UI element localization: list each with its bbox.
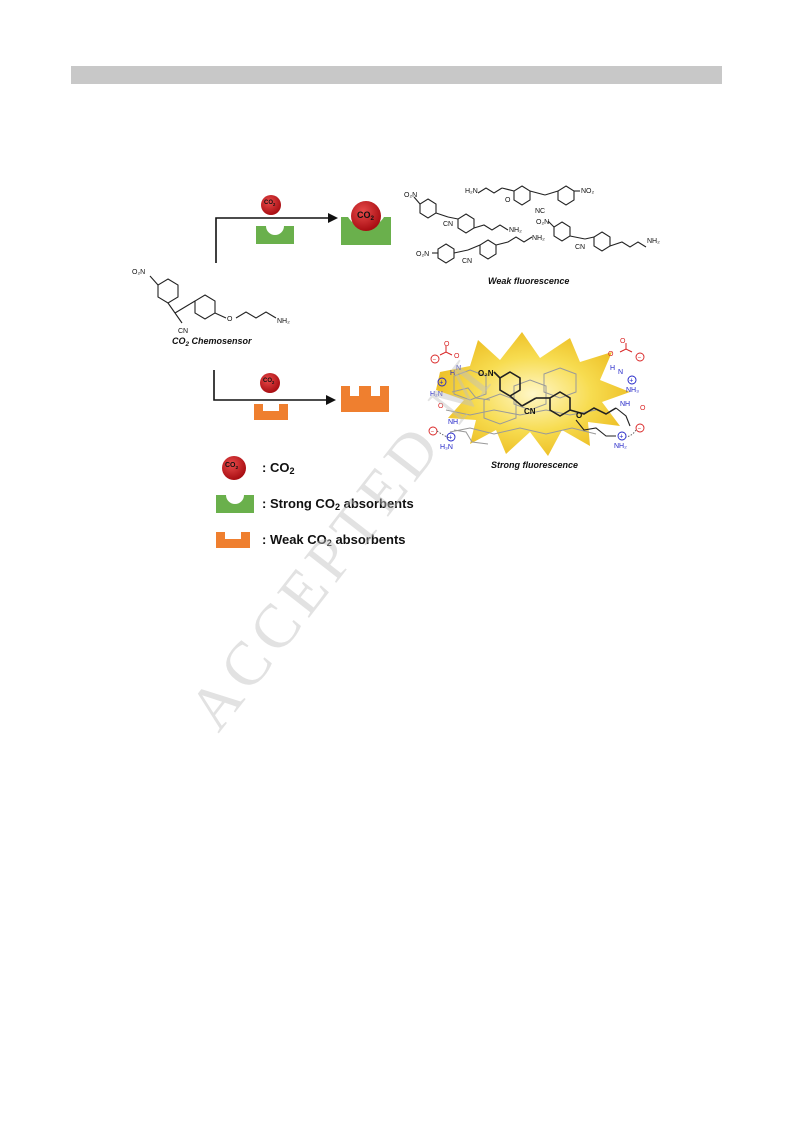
right-top-o2: O <box>608 351 614 358</box>
upper-arrow <box>215 213 338 263</box>
weak-absorbent-large <box>341 386 389 412</box>
right-top-cation-plus: + <box>629 378 633 385</box>
co2-ball-upper <box>261 195 281 215</box>
fluorescence-glow <box>436 332 630 456</box>
right-bottom-nh2: NH₂ <box>614 443 627 450</box>
co2-ball-captured-label: CO2 <box>357 210 375 222</box>
strong-nitro: O₂N <box>478 369 494 378</box>
left-top-n: N <box>456 365 461 372</box>
co2-ball-lower-label: CO2 <box>263 378 275 385</box>
weak-fluorescence-aggregate: O₂N CN NH₂ H₂N O NC NO₂ O₂N CN NH₂ <box>404 185 660 265</box>
left-bottom-nh: NH <box>448 419 458 426</box>
legend-co2-text: : CO2 <box>262 460 295 476</box>
weak-nc-2: NC <box>535 208 545 215</box>
strong-cn: CN <box>524 407 536 416</box>
legend-strong-text: : Strong CO2 absorbents <box>262 496 414 512</box>
co2-ball-upper-label: CO2 <box>264 200 276 207</box>
left-top-h2n: H₂N <box>430 391 443 398</box>
left-top-o: O <box>444 341 450 348</box>
chemosensor-nitro: O₂N <box>132 269 145 276</box>
left-bottom-cation-plus: + <box>448 435 452 442</box>
header-bar <box>71 66 722 84</box>
chemosensor-o: O <box>227 316 233 323</box>
weak-nh2-3: NH₂ <box>647 238 660 245</box>
weak-absorbent-small <box>254 404 288 420</box>
legend-weak-text: : Weak CO2 absorbents <box>262 532 406 548</box>
legend-strong-absorbent <box>216 495 254 513</box>
right-top-anion-minus: − <box>638 356 642 362</box>
chemosensor-caption: CO2 Chemosensor <box>172 336 252 348</box>
weak-nitro-4: O₂N <box>416 251 429 258</box>
weak-h2n-2: H₂N <box>465 188 478 195</box>
weak-cn-3: CN <box>575 244 585 251</box>
left-top-h: H <box>450 370 455 377</box>
weak-o-2: O <box>505 197 511 204</box>
strong-fluorescence-aggregate: O₂N CN O − O O H₂N + H N O NH − + <box>428 332 646 456</box>
weak-nh2-1: NH₂ <box>509 227 522 234</box>
weak-cn-4: CN <box>462 258 472 265</box>
strong-fluorescence-caption: Strong fluorescence <box>491 460 579 470</box>
legend-weak-absorbent <box>216 532 250 548</box>
left-bottom-anion-minus: − <box>431 430 435 436</box>
left-bottom-h3n: H₃N <box>440 444 453 451</box>
weak-no2-2: NO₂ <box>581 188 595 195</box>
right-mid-nh: NH <box>620 401 630 408</box>
right-bottom-cation-plus: + <box>619 434 623 441</box>
right-top-n: N <box>618 369 623 376</box>
right-top-nh3: NH₃ <box>626 387 639 394</box>
left-top-o2: O <box>454 353 460 360</box>
strong-o: O <box>576 411 582 420</box>
chemosensor-cn: CN <box>178 328 188 335</box>
co2-ball-lower <box>260 373 280 393</box>
left-bottom-o: O <box>438 403 444 410</box>
weak-cn-1: CN <box>443 221 453 228</box>
weak-nitro-3: O₂N <box>536 219 549 226</box>
left-top-cation-plus: + <box>439 380 443 387</box>
lower-arrow <box>213 370 336 405</box>
right-mid-o: O <box>640 405 646 412</box>
weak-nitro-1: O₂N <box>404 192 417 199</box>
chemosensor-structure: O₂N CN O NH₂ <box>132 269 290 335</box>
co2-ball-captured <box>351 201 381 231</box>
chemosensor-nh2: NH₂ <box>277 318 290 325</box>
weak-nh2-4: NH₂ <box>532 235 545 242</box>
left-top-anion-minus: − <box>433 358 437 364</box>
legend-co2-ball <box>222 456 246 480</box>
right-bottom-anion-minus: − <box>638 427 642 433</box>
right-top-h: H <box>610 365 615 372</box>
weak-fluorescence-caption: Weak fluorescence <box>488 276 570 286</box>
strong-absorbent-small <box>256 226 294 244</box>
right-top-o: O <box>620 338 626 345</box>
legend-co2-ball-label: CO2 <box>225 462 239 471</box>
